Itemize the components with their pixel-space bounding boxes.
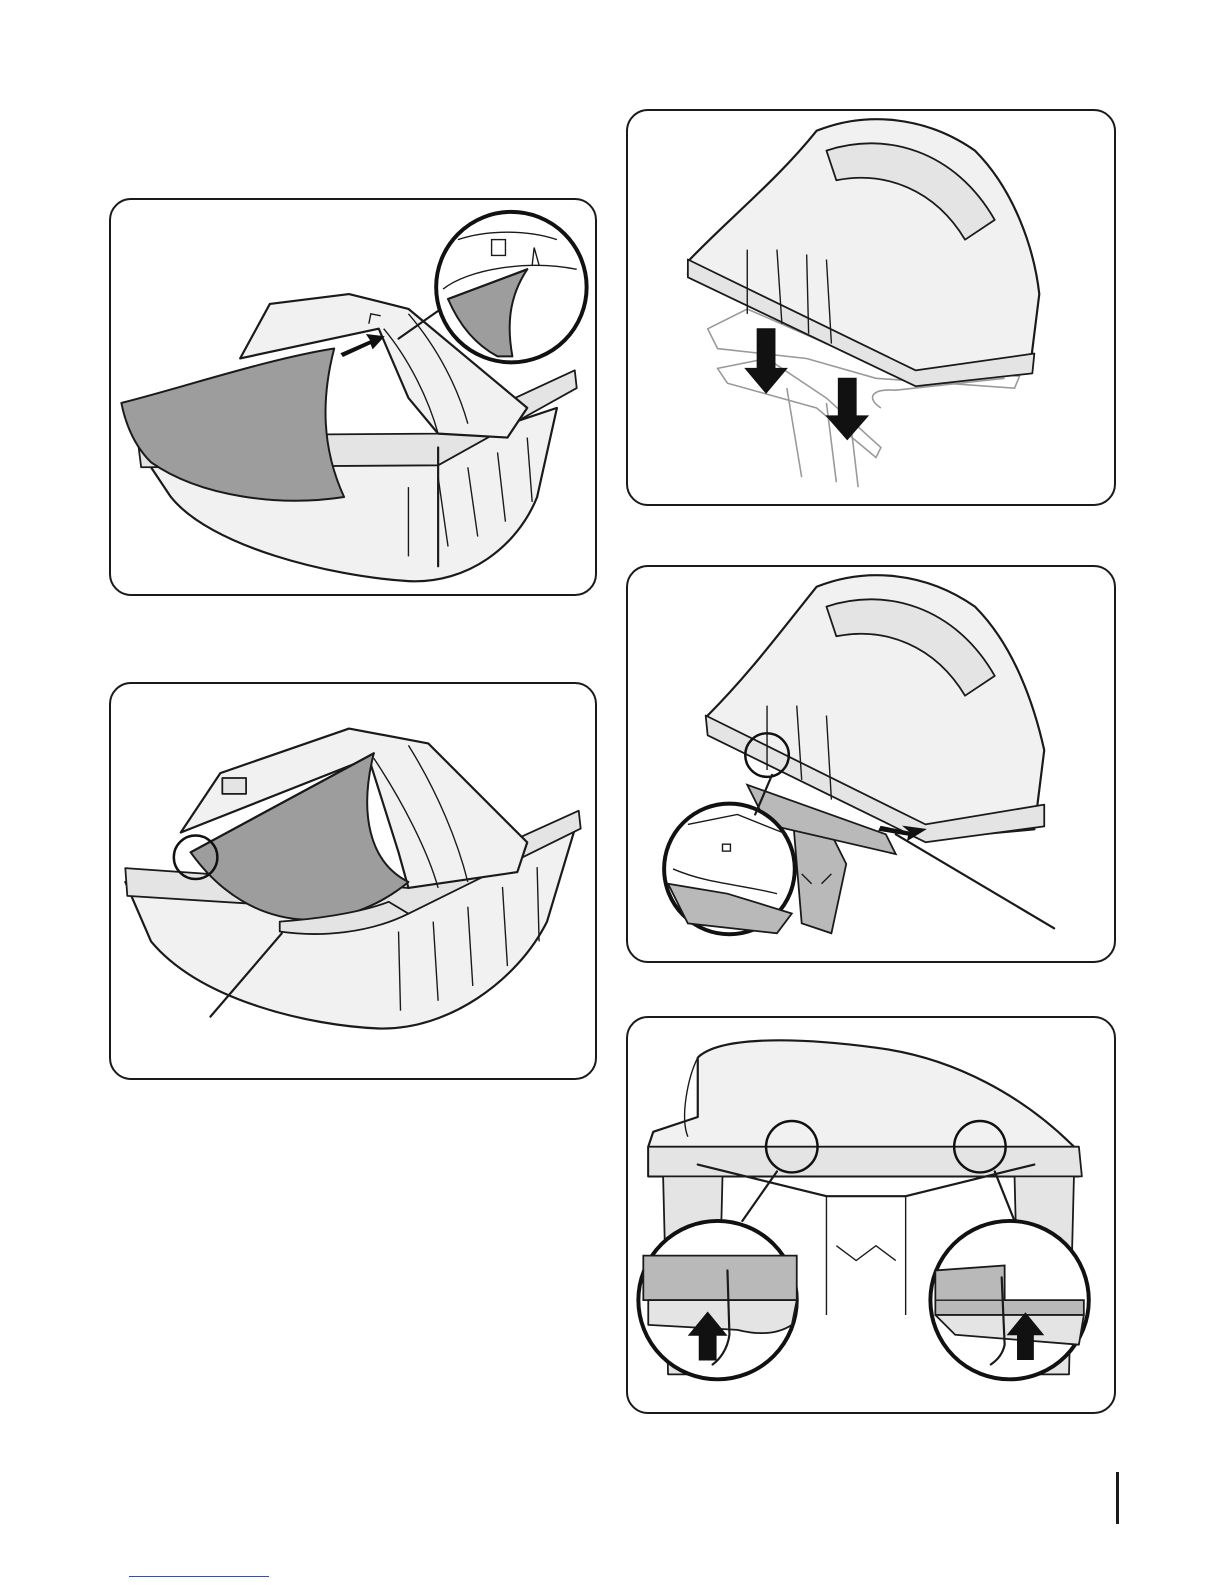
page-number-rule bbox=[1116, 1472, 1119, 1524]
lid-clip-latch-illustration bbox=[628, 1018, 1114, 1412]
lid-lower-rod-illustration bbox=[628, 567, 1114, 961]
bag-liner-insert-illustration bbox=[111, 200, 595, 594]
figure-lid-rod-insert bbox=[626, 565, 1116, 963]
lid-lower-onto-frame-illustration bbox=[628, 111, 1114, 504]
footer-link-underline[interactable] bbox=[129, 1576, 269, 1577]
figure-lid-clip-latch bbox=[626, 1016, 1116, 1414]
figure-liner-insert bbox=[109, 198, 597, 596]
figure-lid-lower bbox=[626, 109, 1116, 506]
bag-liner-seated-illustration bbox=[111, 684, 595, 1078]
figure-liner-seated bbox=[109, 682, 597, 1080]
